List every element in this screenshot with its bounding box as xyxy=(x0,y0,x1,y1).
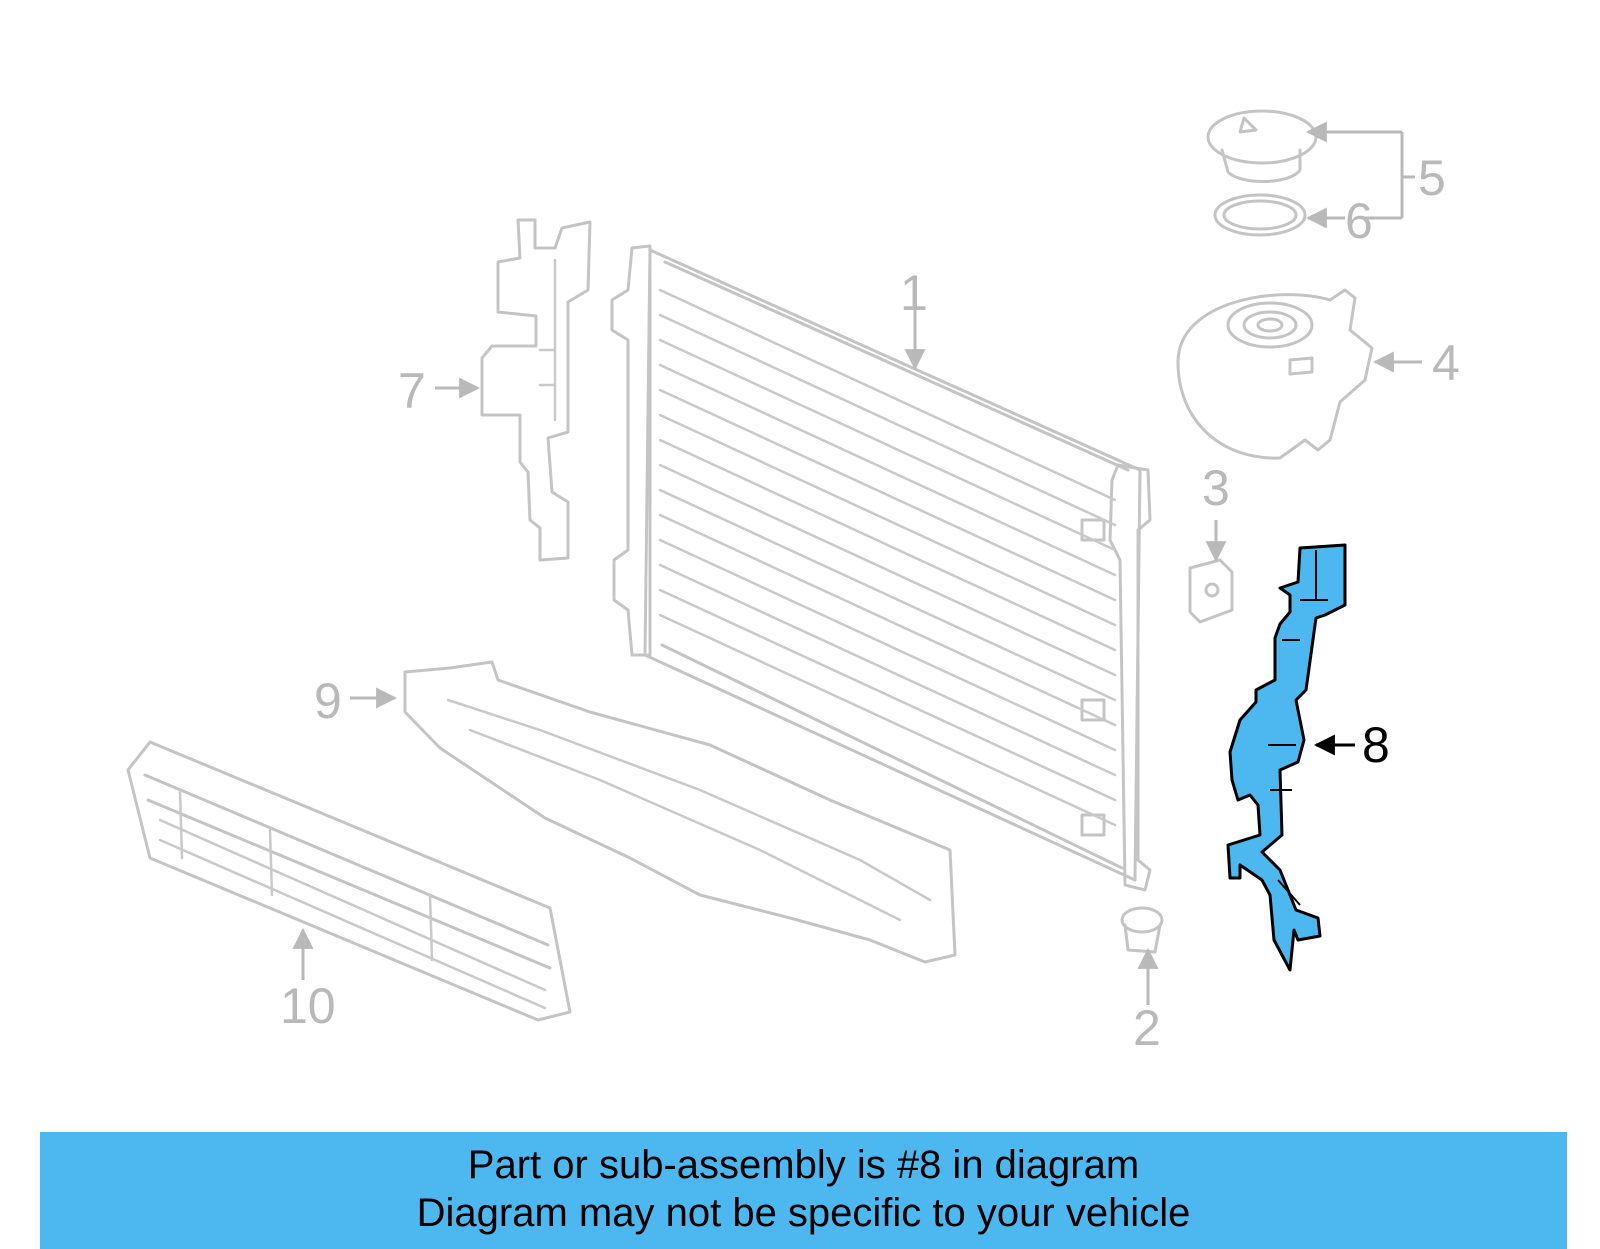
callout-4: 4 xyxy=(1432,335,1460,391)
clip-part xyxy=(1120,906,1164,954)
air-guide-right-part-highlighted xyxy=(1226,543,1347,972)
radiator-part xyxy=(610,244,1152,892)
callout-6: 6 xyxy=(1345,193,1373,249)
info-banner: Part or sub-assembly is #8 in diagram Di… xyxy=(40,1132,1567,1249)
banner-line-part-number: Part or sub-assembly is #8 in diagram xyxy=(467,1143,1140,1187)
callout-labels: 1 2 3 4 5 6 7 8 9 10 xyxy=(280,150,1460,1056)
callout-9: 9 xyxy=(314,673,342,729)
air-guide-left-part xyxy=(480,218,592,562)
lower-air-duct-part xyxy=(403,660,957,964)
bushing-part xyxy=(1188,558,1234,624)
seal-ring-part xyxy=(1213,193,1307,237)
callout-1: 1 xyxy=(900,265,928,321)
grille-shutter-part xyxy=(126,740,572,1022)
callout-3: 3 xyxy=(1202,460,1230,516)
callout-2: 2 xyxy=(1133,1000,1161,1056)
cap-part xyxy=(1206,109,1318,183)
expansion-tank-part xyxy=(1176,288,1374,460)
callout-7: 7 xyxy=(398,363,426,419)
leader-lines xyxy=(292,121,1422,1005)
callout-10: 10 xyxy=(280,978,336,1034)
banner-line-disclaimer: Diagram may not be specific to your vehi… xyxy=(416,1191,1191,1235)
callout-5: 5 xyxy=(1418,150,1446,206)
callout-8: 8 xyxy=(1362,717,1390,773)
